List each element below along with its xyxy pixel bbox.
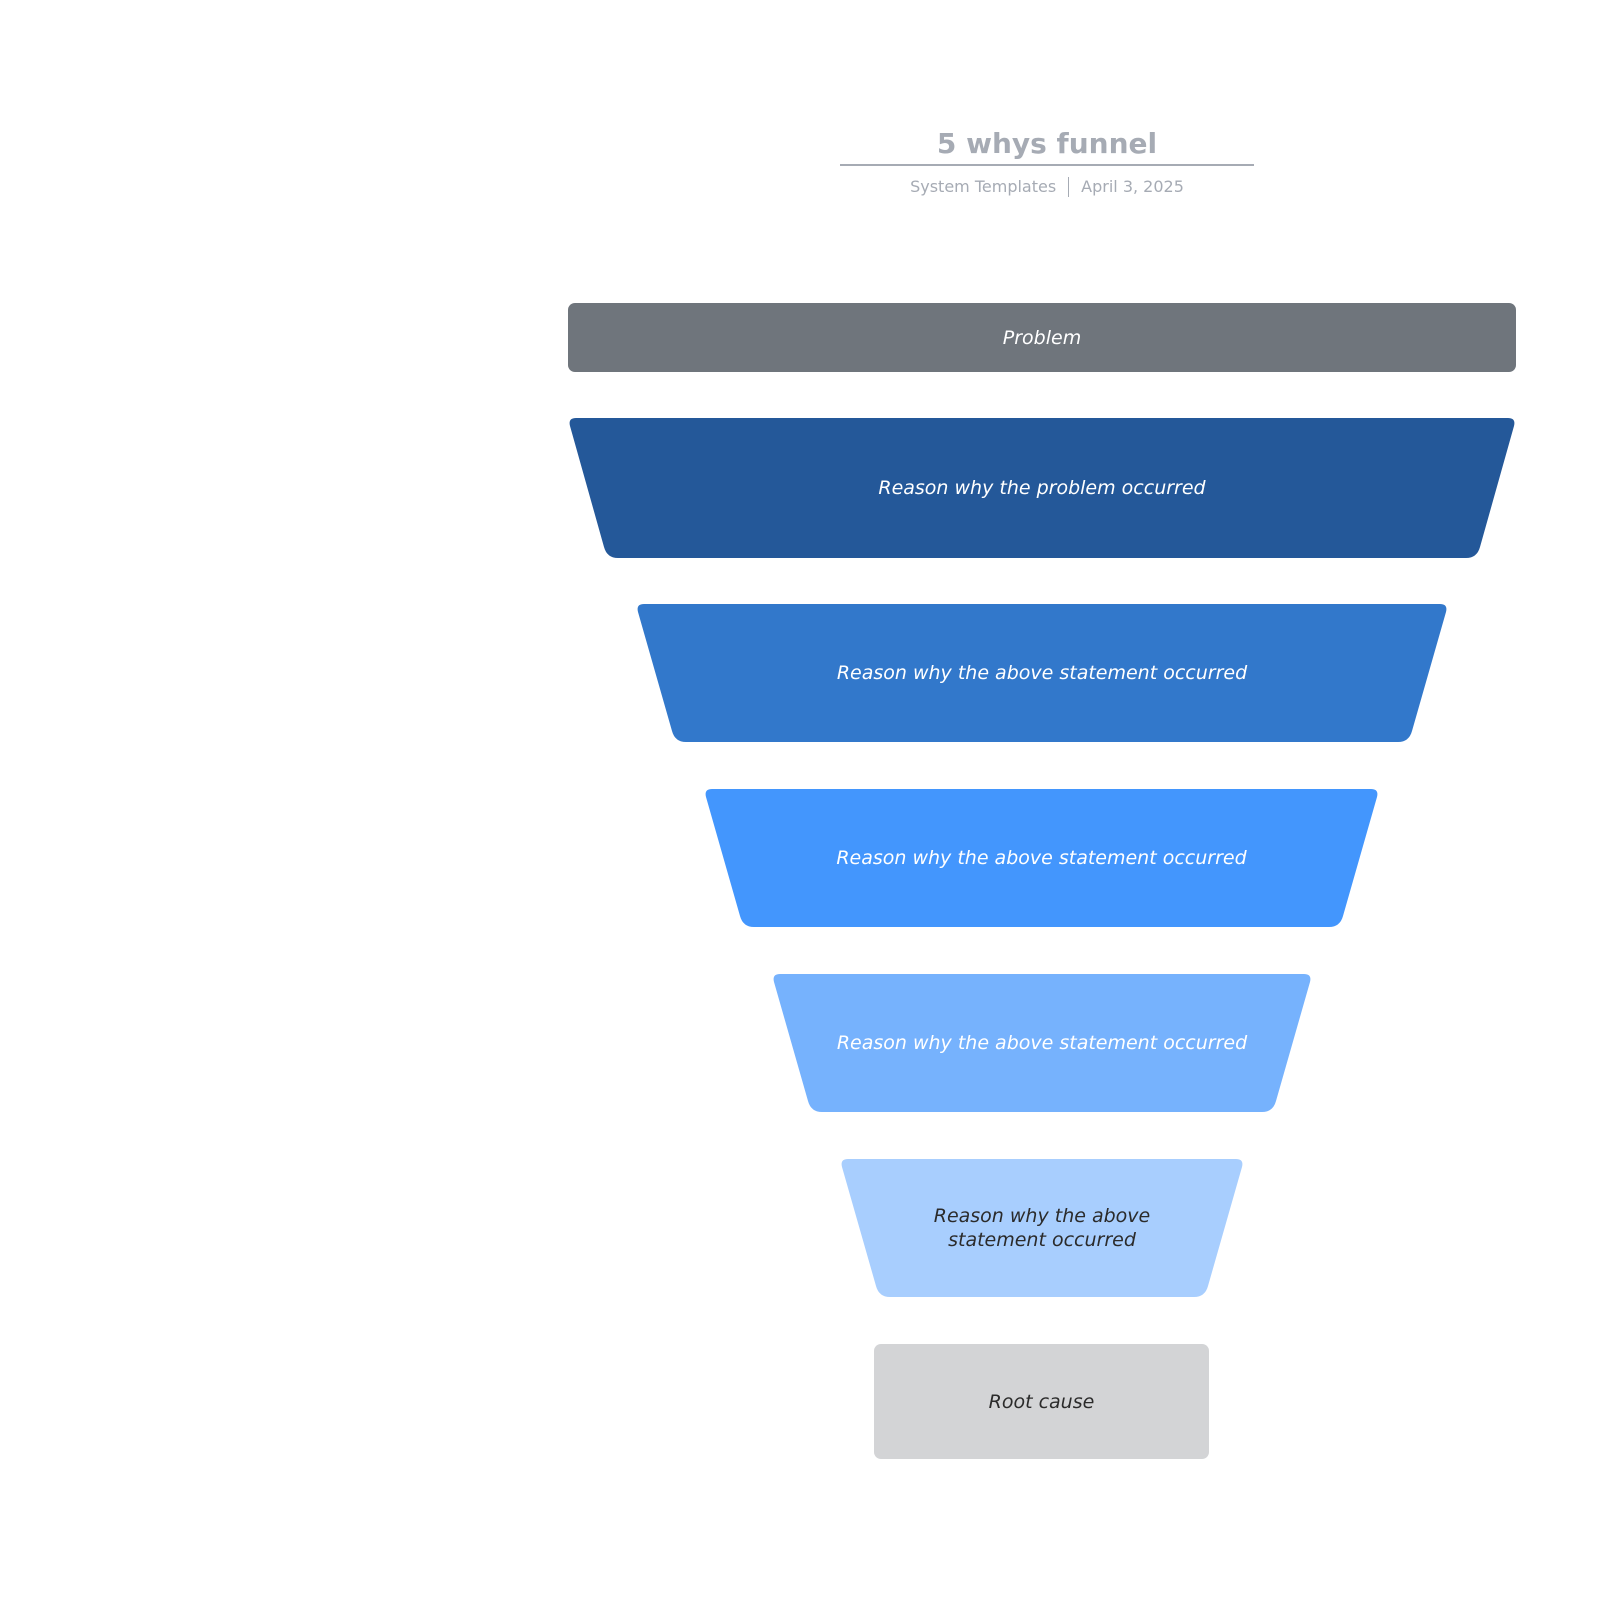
why-stage-2-label: Reason why the above statement occurred [836, 662, 1248, 684]
problem-label: Problem [1002, 326, 1082, 349]
why-stage-4-label: Reason why the above statement occurred [836, 1032, 1248, 1054]
problem-box[interactable]: Problem [568, 303, 1516, 372]
why-stage-2-shape [637, 604, 1447, 742]
why-stage-5[interactable]: Reason why the above statement occurred [840, 1159, 1244, 1297]
why-stage-1-shape [569, 418, 1515, 558]
root-cause-shape [874, 1344, 1209, 1459]
document-header: 5 whys funnel System Templates April 3, 2… [840, 130, 1254, 197]
why-stage-1-label: Reason why the problem occurred [878, 477, 1206, 499]
why-stage-5-label: Reason why the above statement occurred [933, 1205, 1151, 1251]
why-stage-3-label: Reason why the above statement occurred [836, 847, 1247, 869]
document-date: April 3, 2025 [1081, 177, 1184, 196]
document-meta: System Templates April 3, 2025 [840, 176, 1254, 197]
root-cause-label: Root cause [988, 1390, 1095, 1413]
why-stage-2[interactable]: Reason why the above statement occurred [636, 604, 1448, 742]
why-stage-3[interactable]: Reason why the above statement occurred [704, 789, 1379, 927]
why-stage-3-shape [705, 789, 1378, 927]
why-stage-5-shape [841, 1159, 1243, 1297]
meta-divider [1068, 176, 1070, 197]
template-source: System Templates [910, 177, 1057, 196]
why-stage-1[interactable]: Reason why the problem occurred [568, 418, 1516, 558]
problem-shape [568, 303, 1516, 372]
root-cause-box[interactable]: Root cause [874, 1344, 1209, 1459]
page-title[interactable]: 5 whys funnel [840, 130, 1254, 166]
why-stage-4-shape [773, 974, 1311, 1112]
why-stage-4[interactable]: Reason why the above statement occurred [772, 974, 1312, 1112]
